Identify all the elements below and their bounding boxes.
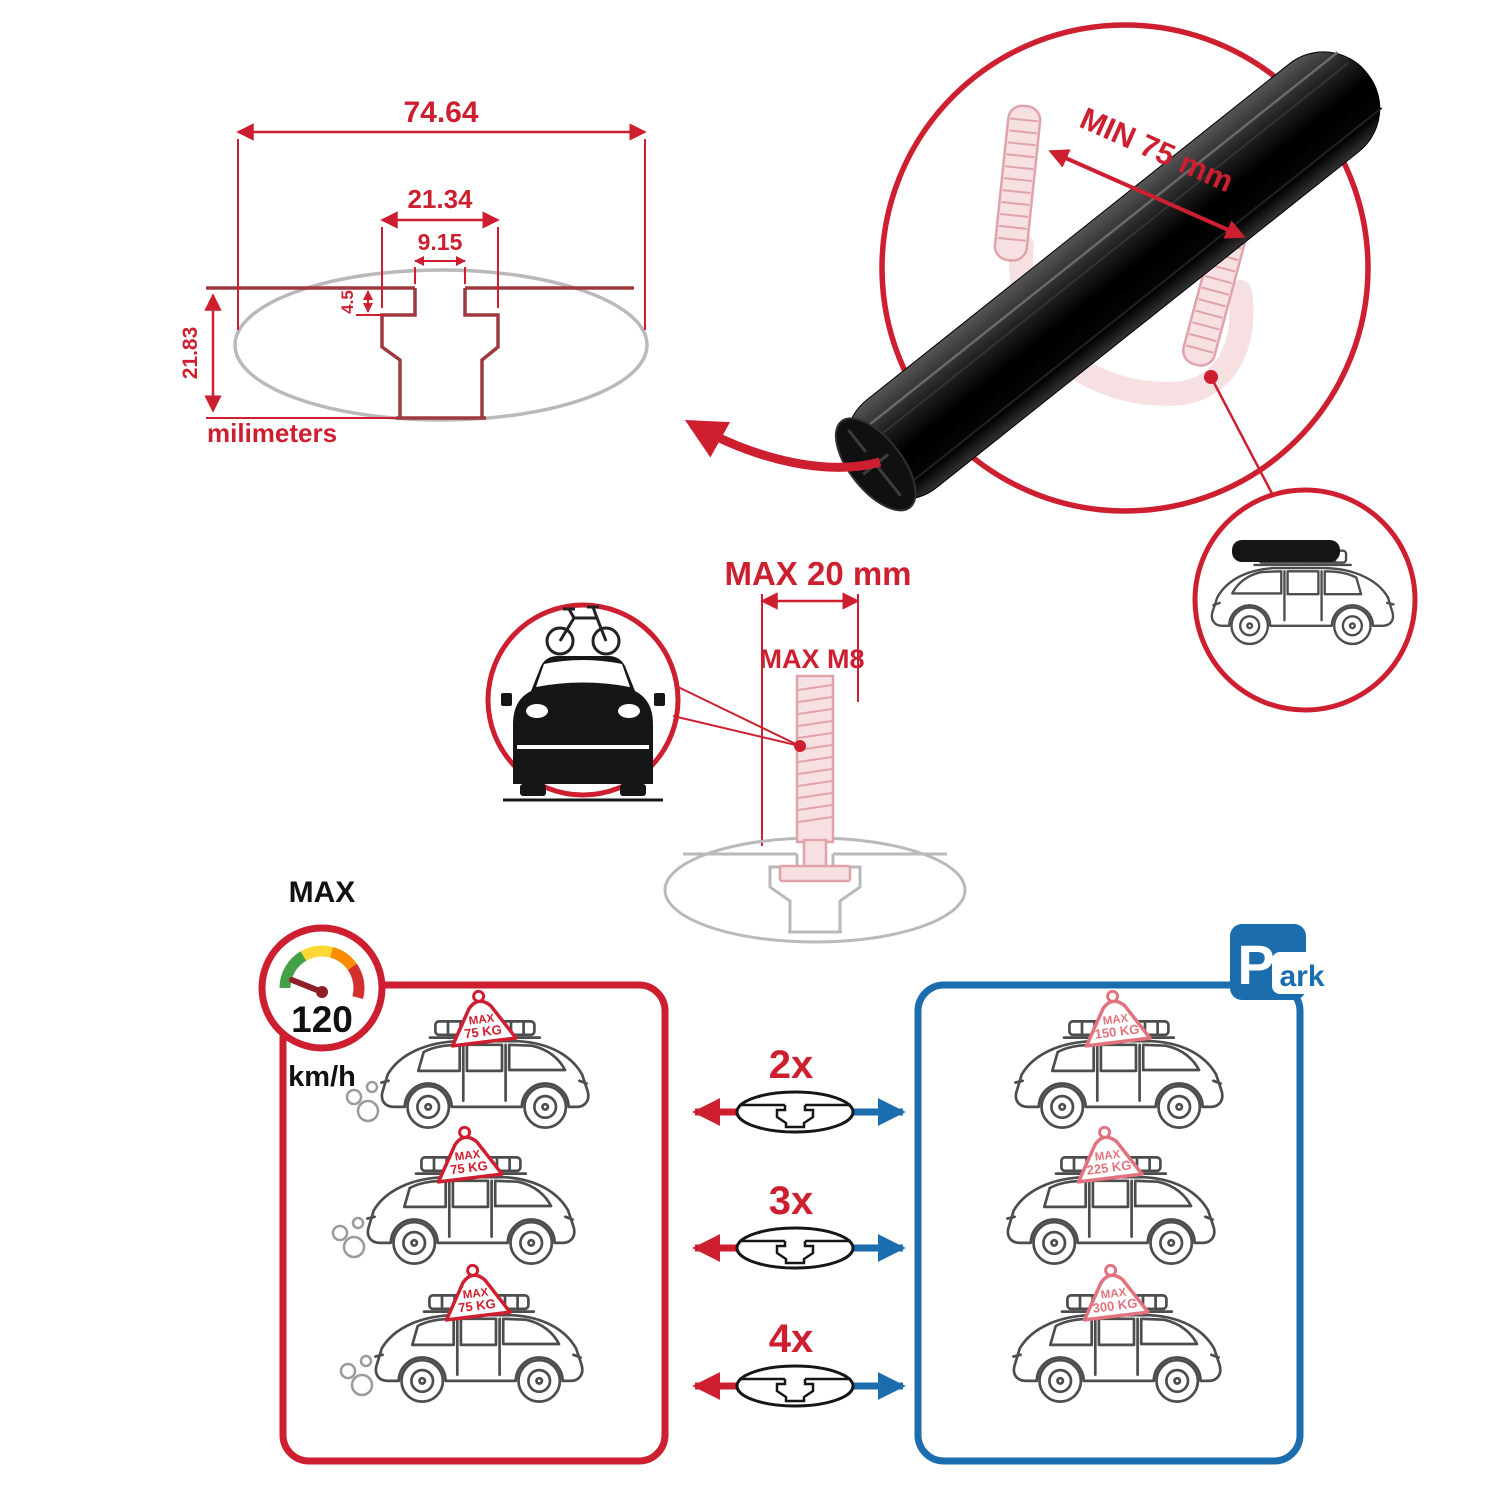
parked-car-1: MAX 150 KG: [1014, 985, 1224, 1129]
parked-car-2: MAX 225 KG: [1006, 1121, 1216, 1265]
gauge-arc-orange: [329, 946, 357, 971]
gauge-arc-red: [347, 963, 365, 1000]
moving-car-1: MAX 75 KG: [345, 985, 590, 1129]
moving-car-3: MAX 75 KG: [339, 1259, 584, 1403]
crossbar-profile-channel: [739, 1377, 851, 1403]
crossbar-count-row-2: 3x: [692, 1179, 906, 1270]
max-bolt-label: MAX M8: [759, 644, 864, 674]
crossbar-profile-icon: [735, 1226, 855, 1270]
exhaust-smoke-icon: [331, 1216, 366, 1259]
gauge-pivot: [316, 986, 328, 998]
exhaust-smoke-icon: [339, 1354, 374, 1397]
park-sign-ark: ark: [1279, 960, 1324, 993]
crossbar-count-row-1: 2x: [692, 1043, 906, 1134]
crossbar-count-row-3: 4x: [692, 1317, 906, 1408]
dim-lip-depth-label: 4.5: [338, 290, 357, 314]
roofbox-icon: [1232, 540, 1340, 562]
bolt-pointer-line-1: [675, 685, 801, 747]
roof-load-badge: MAX 75 KG: [430, 1121, 504, 1184]
roofbox-suv-badge: [1192, 487, 1418, 713]
load-value-label: 75 KG: [449, 1158, 488, 1177]
roof-load-badge: MAX 150 KG: [1078, 985, 1152, 1048]
roof-load-badge: MAX 225 KG: [1070, 1121, 1144, 1184]
tbolt-illustration: [778, 674, 852, 883]
curved-pointer-arrow: [684, 420, 882, 472]
roof-load-badge: MAX 75 KG: [438, 1259, 512, 1322]
speed-limit-gauge: MAX 120 km/h: [258, 876, 386, 1093]
load-capacity-section: MAX 75 KG MAX 75 KG MAX 75 KG: [258, 876, 1334, 1465]
min-clamp-arrow: [1048, 149, 1246, 239]
car-front-icon: [501, 656, 665, 802]
max-speed-heading: MAX: [289, 876, 356, 909]
dim-total-width-label: 74.64: [403, 96, 478, 129]
units-label: milimeters: [207, 418, 337, 448]
badge-connector-line: [1209, 376, 1279, 504]
parked-car-3: MAX 300 KG: [1012, 1259, 1222, 1403]
crossbar-closeup: MIN 75 mm: [684, 22, 1383, 514]
load-max-label: MAX: [1094, 1149, 1121, 1164]
profile-outline-ellipse: [233, 268, 649, 422]
load-max-label: MAX: [462, 1287, 489, 1302]
crossbar-profile-channel: [739, 1239, 851, 1265]
load-max-label: MAX: [1100, 1287, 1127, 1302]
speed-value: 120: [291, 999, 353, 1040]
max-slot-width-label: MAX 20 mm: [724, 555, 911, 592]
count-label: 2x: [769, 1043, 814, 1087]
load-value-label: 75 KG: [463, 1022, 502, 1041]
bolt-pointer-line-2: [672, 715, 801, 747]
gauge-arc-green: [279, 951, 307, 989]
bike-car-badge: [485, 602, 806, 802]
dim-opening-width-label: 9.15: [418, 229, 463, 255]
load-max-label: MAX: [454, 1149, 481, 1164]
clamp-rod-left: [993, 104, 1042, 262]
roof-load-badge: MAX 75 KG: [444, 985, 518, 1048]
speed-units: km/h: [288, 1061, 356, 1093]
load-value-label: 225 KG: [1086, 1157, 1132, 1177]
bicycle-icon: [545, 605, 621, 656]
crossbar-profile-icon: [735, 1090, 855, 1134]
crossbar-profile-icon: [735, 1364, 855, 1408]
park-sign: P ark: [1230, 924, 1334, 1000]
profile-dimension-diagram: 74.64 21.34 9.15 4.5 21.83 milimeters: [179, 96, 649, 448]
gauge-arc-yellow: [300, 945, 334, 961]
park-sign-p: P: [1237, 933, 1274, 996]
slot-profile-channel: [683, 852, 947, 934]
dim-cavity-width-label: 21.34: [407, 184, 473, 214]
load-value-label: 75 KG: [457, 1296, 496, 1315]
tbolt-dimension-diagram: MAX 20 mm MAX M8: [663, 555, 967, 944]
dim-total-height-label: 21.83: [179, 327, 202, 380]
roof-load-badge: MAX 300 KG: [1076, 1259, 1150, 1322]
crossbar-profile-channel: [739, 1103, 851, 1129]
bolt-pointer-dot: [794, 740, 806, 752]
exhaust-smoke-icon: [345, 1080, 380, 1123]
moving-car-2: MAX 75 KG: [331, 1121, 576, 1265]
count-label: 4x: [769, 1317, 814, 1361]
park-sign-white-patch: [1272, 952, 1334, 994]
profile-channel-drawing: [206, 286, 634, 420]
count-label: 3x: [769, 1179, 814, 1223]
load-max-label: MAX: [1102, 1013, 1129, 1028]
load-max-label: MAX: [468, 1013, 495, 1028]
load-value-label: 300 KG: [1092, 1295, 1138, 1315]
load-value-label: 150 KG: [1094, 1021, 1140, 1041]
